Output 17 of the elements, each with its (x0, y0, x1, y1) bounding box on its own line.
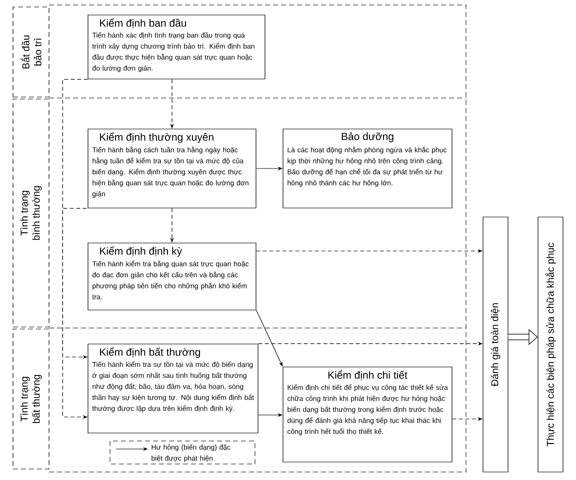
process-box (282, 128, 452, 208)
box-title: Kiểm định thường xuyên (100, 132, 214, 143)
box-title: Kiểm định định kỳ (100, 246, 182, 257)
lane-label: Tình trạng bất thường (12, 328, 50, 470)
box-title: Kiểm định ban đầu (100, 18, 186, 28)
process-box (88, 14, 266, 80)
process-box (88, 128, 256, 208)
process-box (282, 366, 452, 462)
process-box: Đánh giá toàn diện (482, 216, 508, 472)
process-box (88, 344, 258, 434)
process-box: Thực hiện các biện pháp sửa chữa khắc phục (538, 216, 564, 472)
lane-label: Tình trạng bình thường (12, 98, 50, 328)
lane-label: Bắt đầu bảo trì (12, 6, 50, 98)
box-title: Kiểm định bất thường (100, 347, 200, 358)
process-box (88, 242, 256, 310)
box-title: Kiểm định chi tiết (328, 370, 408, 380)
box-title: Bảo dưỡng (342, 132, 394, 142)
